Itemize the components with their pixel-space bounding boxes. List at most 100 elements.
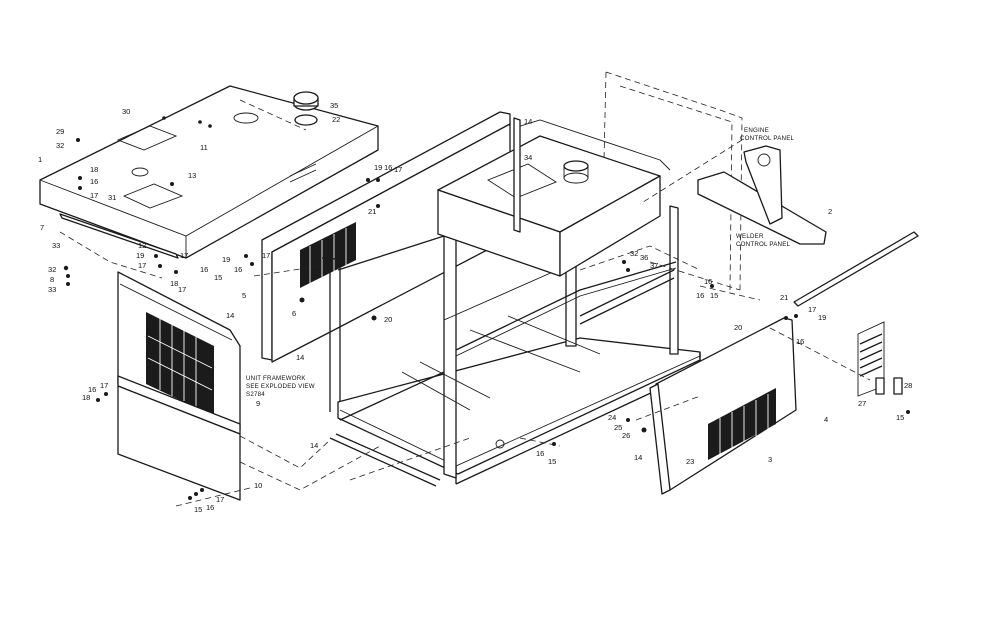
callout-33b: 33 — [48, 285, 56, 294]
callout-8: 8 — [50, 275, 54, 284]
callout-10: 10 — [254, 481, 262, 490]
callout-19d: 19 — [818, 313, 826, 322]
callout-21b: 21 — [780, 293, 788, 302]
callout-1: 1 — [38, 155, 42, 164]
callout-31: 31 — [108, 193, 116, 202]
callout-28: 28 — [904, 381, 912, 390]
callout-19a: 19 — [136, 251, 144, 260]
callout-35: 35 — [330, 101, 338, 110]
callout-17c: 17 — [178, 285, 186, 294]
callout-34: 34 — [524, 153, 532, 162]
callout-11: 11 — [200, 143, 208, 152]
callout-17g: 17 — [100, 381, 108, 390]
callout-16b: 16 — [234, 265, 242, 274]
unit-framework-note: UNIT FRAMEWORK SEE EXPLODED VIEW S2784 — [246, 375, 315, 398]
support-bar — [59, 213, 179, 259]
callout-15c: 15 — [896, 413, 904, 422]
callout-16g: 16 — [536, 449, 544, 458]
lower-panel — [117, 385, 241, 501]
note-unit-3: S2784 — [246, 391, 265, 398]
callout-32b: 32 — [48, 265, 56, 274]
callout-14b: 14 — [296, 353, 304, 362]
callout-4: 4 — [824, 415, 828, 424]
callout-24: 24 — [608, 413, 616, 422]
callout-16d: 16 — [704, 277, 712, 286]
callout-7: 7 — [40, 223, 44, 232]
callout-17h: 17 — [216, 495, 224, 504]
callout-30: 30 — [122, 107, 130, 116]
callout-14d: 14 — [634, 453, 642, 462]
callout-13: 13 — [188, 171, 196, 180]
callout-32c: 32 — [630, 249, 638, 258]
welder-control-bracket — [697, 145, 827, 245]
callout-16e: 16 — [696, 291, 704, 300]
engine-control-panel — [603, 71, 743, 291]
callout-3: 3 — [768, 455, 772, 464]
cap-assembly — [293, 91, 319, 126]
callout-19c: 19 — [374, 163, 382, 172]
callout-15b: 15 — [710, 291, 718, 300]
callout-27: 27 — [858, 399, 866, 408]
engine-control-note: ENGINE CONTROL PANEL — [740, 127, 795, 142]
leader-lines — [59, 99, 871, 507]
callout-18b: 18 — [82, 393, 90, 402]
top-cover — [39, 85, 379, 259]
front-panel — [117, 271, 241, 435]
callout-22: 22 — [332, 115, 340, 124]
rear-strip — [513, 117, 521, 233]
note-welder-1: WELDER — [736, 233, 764, 240]
callout-15e: 15 — [194, 505, 202, 514]
welder-control-note: WELDER CONTROL PANEL — [736, 233, 791, 248]
callout-15a: 15 — [214, 273, 222, 282]
callout-14c: 14 — [524, 117, 532, 126]
right-side-panel — [649, 317, 797, 495]
callout-17e: 17 — [394, 165, 402, 174]
callout-16f: 16 — [796, 337, 804, 346]
callout-36: 36 — [640, 253, 648, 262]
callout-20b: 20 — [734, 323, 742, 332]
callout-29: 29 — [56, 127, 64, 136]
callout-17b: 17 — [138, 261, 146, 270]
callout-21a: 21 — [368, 207, 376, 216]
lower-rail-2 — [335, 433, 441, 481]
callout-25: 25 — [614, 423, 622, 432]
bracket-27 — [875, 377, 885, 395]
callout-16c: 16 — [384, 163, 392, 172]
callout-6: 6 — [292, 309, 296, 318]
fasteners — [63, 138, 910, 500]
callout-37: 37 — [650, 261, 658, 270]
welder-body — [437, 119, 671, 277]
callout-17f: 17 — [808, 305, 816, 314]
callout-16: 16 — [90, 177, 98, 186]
callout-17a: 17 — [180, 251, 188, 260]
unit-framework — [322, 205, 701, 485]
callout-14e: 14 — [310, 441, 318, 450]
callout-14a: 14 — [226, 311, 234, 320]
note-unit-1: UNIT FRAMEWORK — [246, 375, 306, 382]
callout-32: 32 — [56, 141, 64, 150]
note-engine-2: CONTROL PANEL — [740, 135, 795, 142]
callout-18: 18 — [90, 165, 98, 174]
callout-5: 5 — [242, 291, 246, 300]
callout-15d: 15 — [548, 457, 556, 466]
callout-17d: 17 — [262, 251, 270, 260]
callout-16h: 16 — [88, 385, 96, 394]
callout-20a: 20 — [384, 315, 392, 324]
callouts: 29 32 1 18 16 17 7 33 32 8 33 30 11 13 3… — [38, 101, 912, 514]
note-welder-2: CONTROL PANEL — [736, 241, 791, 248]
callout-23: 23 — [686, 457, 694, 466]
callout-16a: 16 — [200, 265, 208, 274]
callout-19b: 19 — [222, 255, 230, 264]
note-unit-2: SEE EXPLODED VIEW — [246, 383, 315, 390]
right-top-rail — [793, 231, 919, 307]
bracket-28 — [893, 377, 903, 395]
callout-17: 17 — [90, 191, 98, 200]
callout-16i: 16 — [206, 503, 214, 512]
callout-33: 33 — [52, 241, 60, 250]
callout-12: 12 — [138, 241, 146, 250]
callout-9: 9 — [256, 399, 260, 408]
callout-26: 26 — [622, 431, 630, 440]
lower-rail — [329, 437, 437, 487]
callout-2: 2 — [828, 207, 832, 216]
